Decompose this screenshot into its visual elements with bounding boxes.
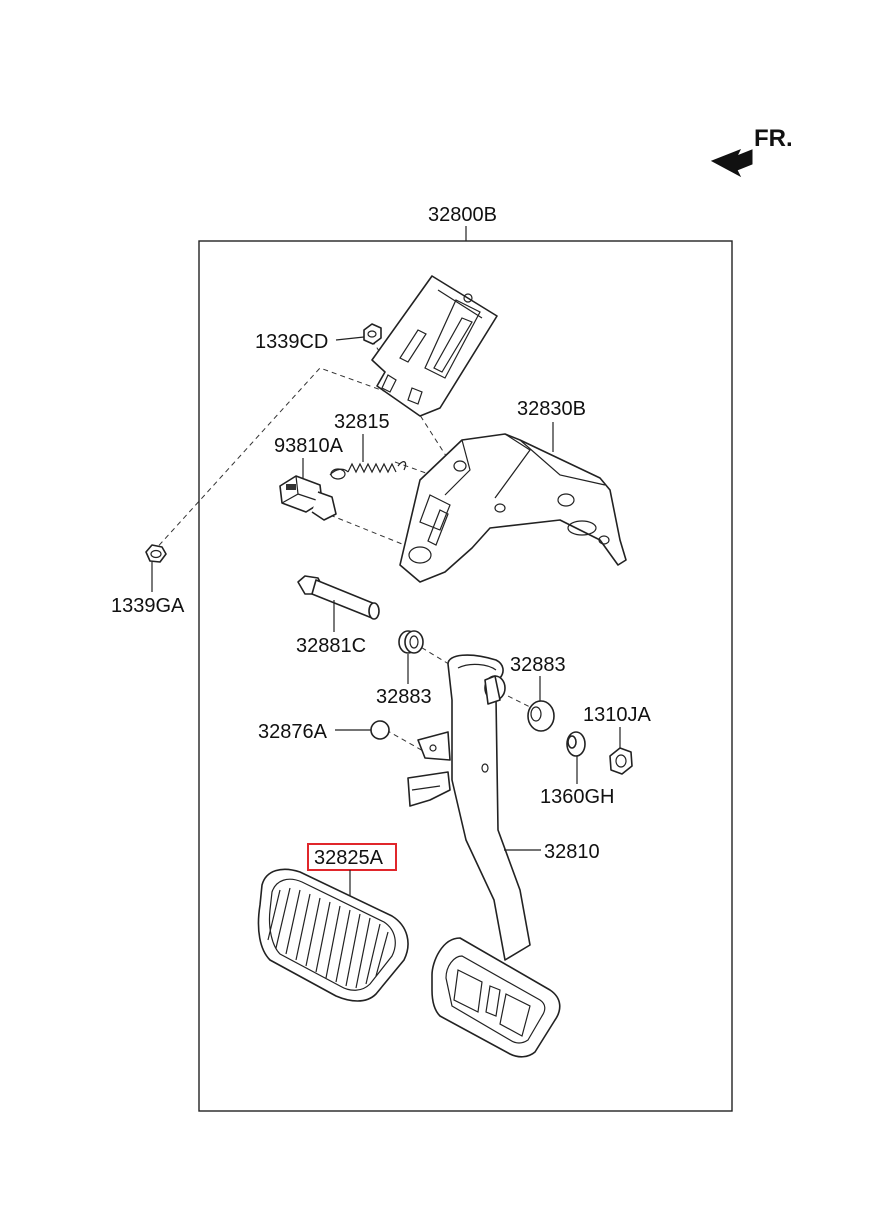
callout-1339cd[interactable]: 1339CD bbox=[255, 331, 365, 353]
highlight-box-32825a bbox=[307, 843, 397, 871]
callout-label-32830b[interactable]: 32830B bbox=[517, 398, 586, 420]
pedal-bracket-upper bbox=[371, 275, 498, 417]
callout-label-1310ja[interactable]: 1310JA bbox=[583, 704, 651, 726]
pivot-bolt-32881c bbox=[297, 575, 380, 620]
callout-32830b[interactable]: 32830B bbox=[517, 398, 586, 452]
assembly-label: 32800B bbox=[428, 204, 497, 226]
callout-label-93810a[interactable]: 93810A bbox=[274, 435, 344, 457]
callout-label-32810[interactable]: 32810 bbox=[544, 841, 600, 863]
assembly-frame bbox=[198, 240, 733, 1112]
callout-32810[interactable]: 32810 bbox=[504, 841, 600, 863]
callout-32883-left[interactable]: 32883 bbox=[376, 654, 432, 708]
front-arrow-icon bbox=[710, 149, 753, 178]
callout-label-1339ga[interactable]: 1339GA bbox=[111, 595, 185, 617]
callout-32881c[interactable]: 32881C bbox=[296, 600, 366, 657]
nut-1339cd bbox=[363, 323, 382, 345]
callout-93810a[interactable]: 93810A bbox=[274, 435, 344, 478]
pedal-arm-brackets bbox=[407, 731, 451, 807]
bushing-32883-left bbox=[398, 630, 424, 654]
callout-label-1360gh[interactable]: 1360GH bbox=[540, 786, 615, 808]
washer-1360gh bbox=[566, 731, 586, 757]
callout-label-32876a[interactable]: 32876A bbox=[258, 721, 328, 743]
callout-1360gh[interactable]: 1360GH bbox=[540, 756, 615, 808]
pedal-bracket-main bbox=[399, 433, 627, 583]
bushing-32883-right bbox=[527, 700, 555, 732]
pedal-pad-cover-32825a bbox=[257, 868, 409, 1002]
callout-label-32881c[interactable]: 32881C bbox=[296, 635, 366, 657]
brake-pedal-arm-32810 bbox=[447, 654, 531, 961]
callout-32883-right[interactable]: 32883 bbox=[510, 654, 566, 701]
callout-label-32815[interactable]: 32815 bbox=[334, 411, 390, 433]
nut-1310ja bbox=[609, 747, 633, 775]
callout-32876a[interactable]: 32876A bbox=[258, 721, 371, 743]
callout-1310ja[interactable]: 1310JA bbox=[583, 704, 651, 748]
clip-1339ga bbox=[145, 544, 167, 563]
callout-label-32883-right[interactable]: 32883 bbox=[510, 654, 566, 676]
return-spring-32815 bbox=[329, 461, 407, 480]
pedal-pad-base bbox=[431, 937, 561, 1058]
stopper-32876a bbox=[370, 720, 390, 740]
front-direction-indicator: FR. bbox=[710, 125, 793, 178]
callout-label-32883-left[interactable]: 32883 bbox=[376, 686, 432, 708]
stop-lamp-switch-93810a bbox=[279, 475, 337, 521]
callout-32815[interactable]: 32815 bbox=[334, 411, 390, 462]
callout-label-1339cd[interactable]: 1339CD bbox=[255, 331, 328, 353]
callout-label-32825a[interactable]: 32825A bbox=[314, 847, 384, 869]
callout-1339ga[interactable]: 1339GA bbox=[111, 562, 185, 617]
front-label: FR. bbox=[754, 125, 793, 152]
callout-32825a[interactable]: 32825A bbox=[307, 843, 397, 896]
